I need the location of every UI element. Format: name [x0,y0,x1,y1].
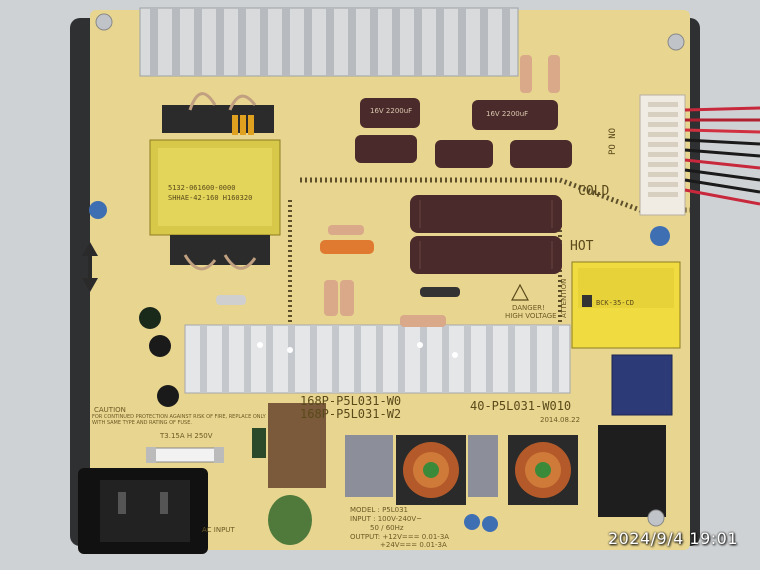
transformer-code-2: SHHAE-42-160 H160320 [168,194,252,202]
main-transformer: 5132-061600-0000 SHHAE-42-160 H160320 [149,92,281,271]
danger-line1: DANGER! [512,304,545,312]
cold-label: COLD [578,184,609,199]
date-code: 2014.08.22 [540,416,580,424]
misc-resistors [216,55,560,327]
bulk-capacitors [410,195,562,274]
y-capacitors [89,201,670,532]
model-label: MODEL : P5L031 INPUT : 100V-240V~ 50 / 6… [350,506,449,549]
common-mode-choke-1 [396,435,466,505]
x-capacitor-2 [468,435,498,497]
common-mode-choke-2 [508,435,578,505]
x-capacitor-1 [345,435,393,497]
transformer-code-1: 5132-061600-0000 [168,184,235,192]
transformer2-code: BCK-35-CD [596,299,634,307]
svg-text:16V 2200uF: 16V 2200uF [370,107,412,115]
small-caps-left [139,307,266,458]
svg-text:16V 2200uF: 16V 2200uF [486,110,528,118]
model-text: MODEL : P5L031 [350,506,408,514]
blue-component [611,354,673,416]
danger-line2: HIGH VOLTAGE [505,312,557,320]
bridge-rectifier [598,425,666,517]
part-number-2: 168P-P5L031-W2 [300,407,401,421]
caution-text: FOR CONTINUED PROTECTION AGAINST RISK OF… [92,414,266,426]
standby-transformer: BCK-35-CD [571,261,681,349]
part-number-1: 168P-P5L031-W0 [300,394,401,408]
caution-text-box: FOR CONTINUED PROTECTION AGAINST RISK OF… [92,414,266,426]
ac-input-socket [78,468,208,554]
top-heatsink [139,7,519,77]
attention-label: ATTENTION [560,279,568,318]
ac-input-label: AC INPUT [202,526,235,534]
output-text-2: +24V=== 0.01-3A [380,541,447,549]
freq-text: 50 / 60Hz [370,524,404,532]
fuse [146,447,224,463]
screw-holes [95,13,685,527]
hot-label: HOT [570,239,594,254]
output-wires [684,106,760,206]
danger-triangle-icon [511,283,529,301]
double-arrow-icon [82,242,98,292]
po-no-label: PO NO [608,128,618,155]
caution-title: CAUTION [94,406,126,414]
fuse-rating: T3.15A H 250V [159,432,213,440]
varistor [268,495,312,545]
ntc-box [268,403,326,488]
output-connector [639,94,686,216]
mylar-capacitors [232,115,254,135]
output-text-1: OUTPUT: +12V=== 0.01-3A [350,533,449,541]
bottom-heatsink [184,324,571,394]
electrolytic-cap-cluster: 16V 2200uF 16V 2200uF [355,98,572,168]
part-number-3: 40-P5L031-W010 [470,399,571,413]
input-text: INPUT : 100V-240V~ [350,515,422,523]
photo-timestamp: 2024/9/4 19:01 [607,529,738,548]
